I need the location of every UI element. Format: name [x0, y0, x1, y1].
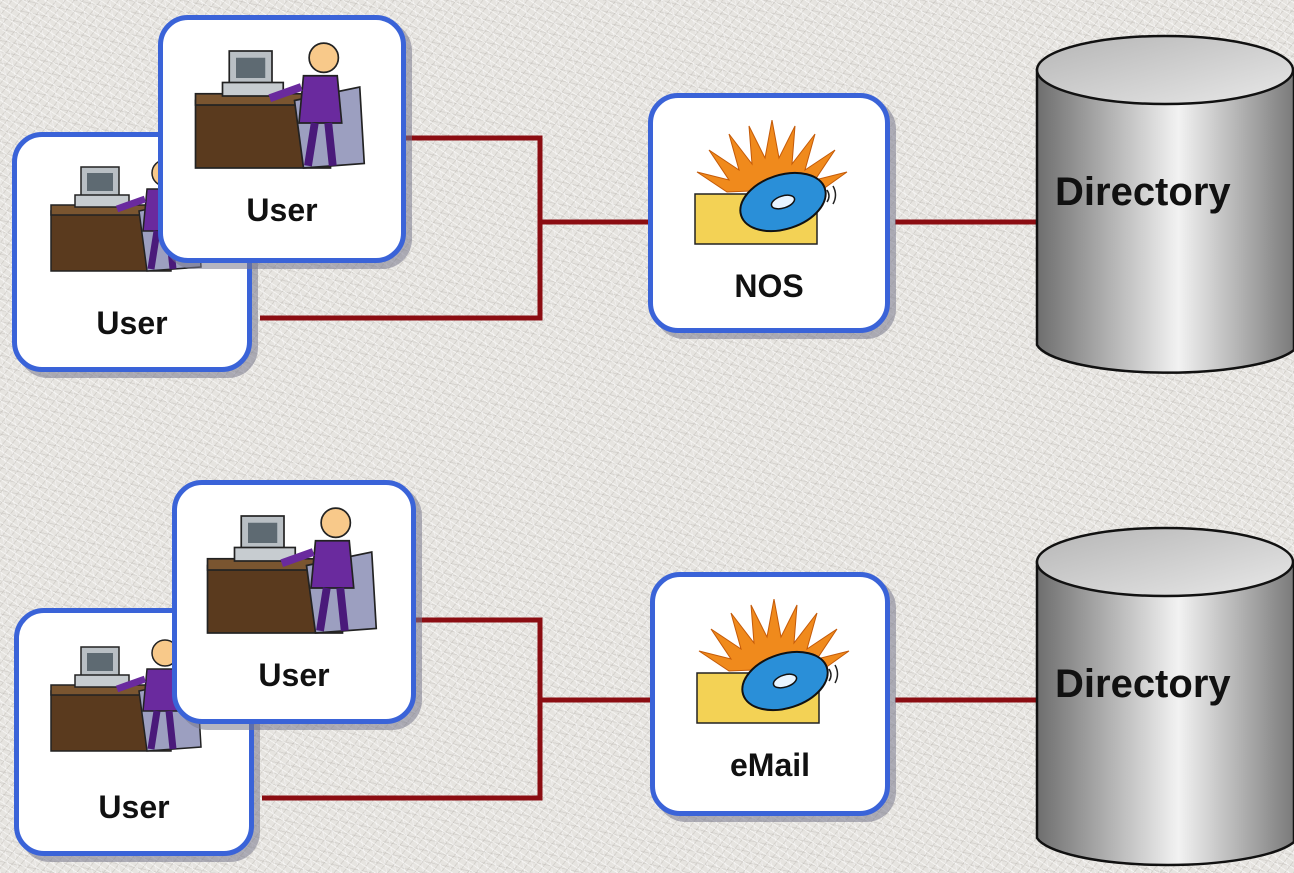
service-node[interactable]: eMail: [650, 572, 890, 816]
user-at-computer-icon: [50, 159, 202, 272]
user-node[interactable]: User: [14, 608, 254, 856]
directory-label: Directory: [1055, 662, 1231, 706]
service-label: eMail: [729, 747, 811, 783]
user-bus-connector: [260, 135, 543, 321]
service-label: NOS: [734, 268, 804, 304]
connectors-top: [260, 135, 1037, 321]
service-node[interactable]: NOS: [648, 93, 890, 333]
user-label: User: [258, 657, 330, 693]
connectors-bottom: [262, 617, 1037, 801]
database-cylinder-icon: [1035, 34, 1294, 374]
user-node[interactable]: User: [172, 480, 416, 724]
user-label: User: [246, 192, 318, 228]
user-at-computer-icon: [194, 42, 366, 169]
user-node[interactable]: User: [158, 15, 406, 263]
user-at-computer-icon: [50, 639, 202, 752]
user-at-computer-icon: [206, 507, 378, 634]
software-burst-icon: [696, 599, 850, 724]
user-label: User: [98, 789, 170, 825]
database-cylinder-icon: [1035, 526, 1294, 867]
user-node[interactable]: User: [12, 132, 252, 372]
directory-label: Directory: [1055, 170, 1231, 214]
user-bus-connector: [262, 617, 543, 801]
user-label: User: [96, 305, 168, 341]
software-burst-icon: [694, 120, 848, 245]
